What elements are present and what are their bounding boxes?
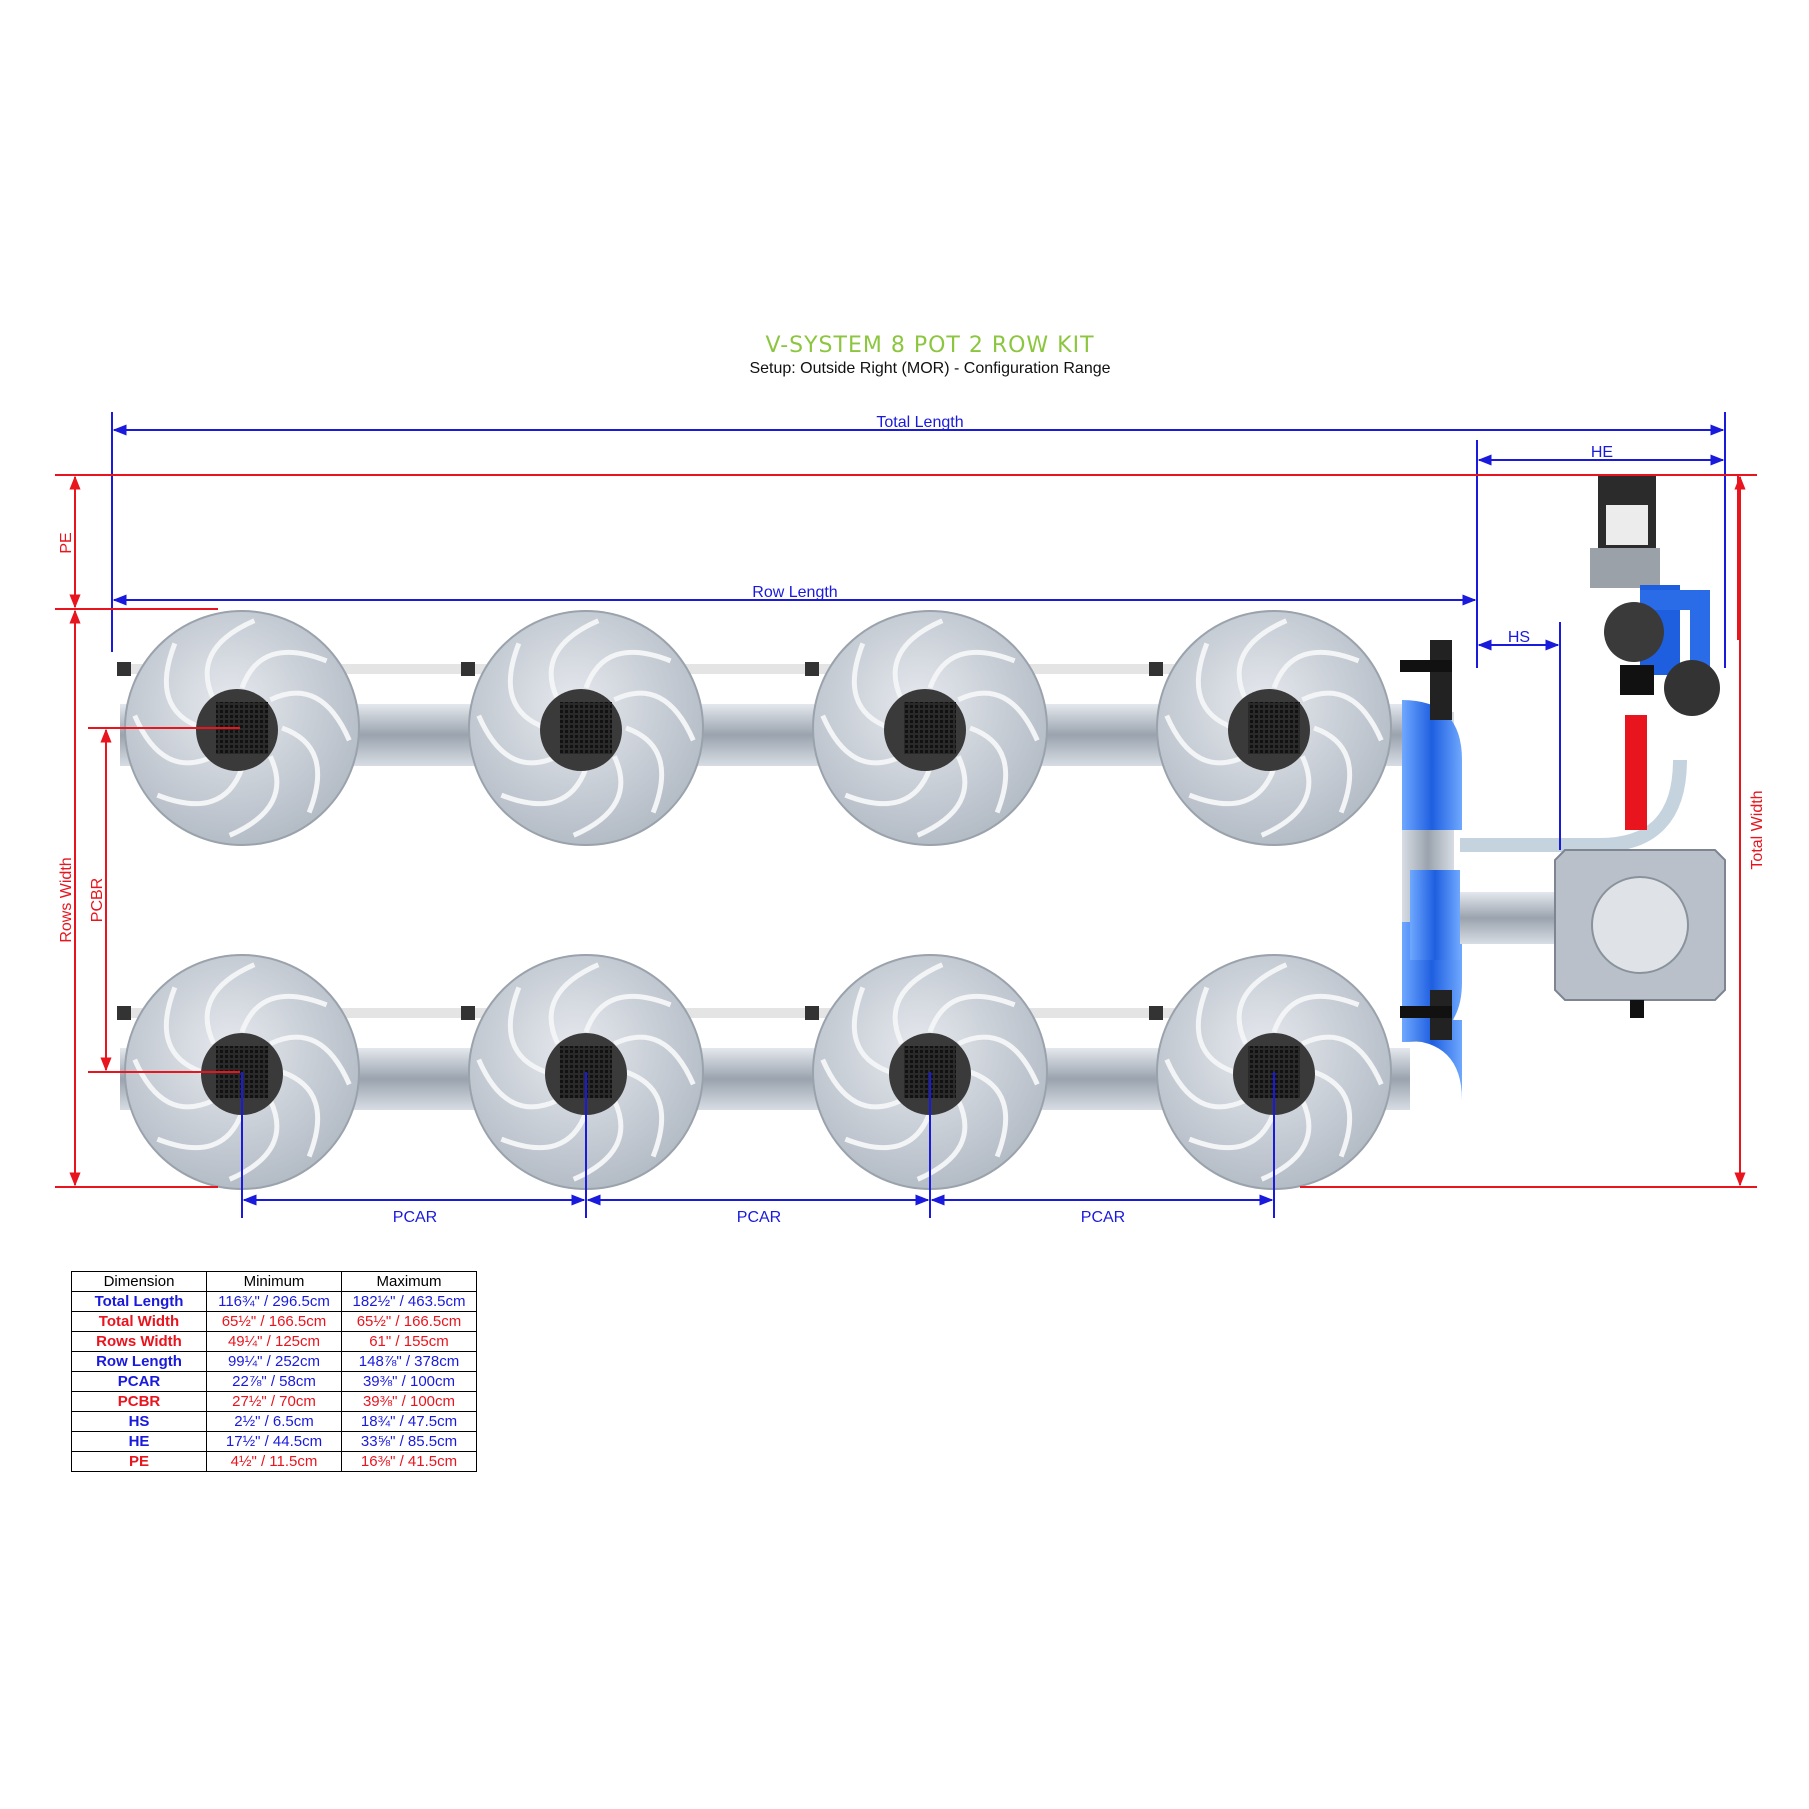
pot-6 <box>461 954 704 1190</box>
table-header-row: Dimension Minimum Maximum <box>71 1271 477 1292</box>
maximum-cell: 148⅞" / 378cm <box>341 1351 477 1372</box>
minimum-cell: 27½" / 70cm <box>206 1391 342 1412</box>
feed-line-row-1 <box>130 664 1250 674</box>
pot-2 <box>461 610 704 846</box>
dimension-cell: HE <box>71 1431 207 1452</box>
feed-line-row-2 <box>130 1008 1250 1018</box>
minimum-cell: 49¼" / 125cm <box>206 1331 342 1352</box>
diagram-subtitle: Setup: Outside Right (MOR) - Configurati… <box>749 360 1111 377</box>
label-rows-width: Rows Width <box>58 857 75 942</box>
return-hose <box>1460 759 1687 852</box>
minimum-cell: 99¼" / 252cm <box>206 1351 342 1372</box>
maximum-cell: 65½" / 166.5cm <box>341 1311 477 1332</box>
label-hs: HS <box>1508 629 1530 646</box>
tank-connector-pipe <box>1460 892 1570 944</box>
dimension-cell: Total Width <box>71 1311 207 1332</box>
header-maximum: Maximum <box>341 1271 477 1292</box>
minimum-cell: 17½" / 44.5cm <box>206 1431 342 1452</box>
pot-4 <box>1149 610 1392 846</box>
pump-outlet-pipe <box>1625 715 1647 830</box>
dimension-labels: Total Length HE Row Length HS PCAR PCAR … <box>58 414 1766 1226</box>
dimension-cell: Row Length <box>71 1351 207 1372</box>
dimension-cell: Total Length <box>71 1291 207 1312</box>
label-pcar-2: PCAR <box>737 1209 781 1226</box>
dimension-cell: PCBR <box>71 1391 207 1412</box>
maximum-cell: 61" / 155cm <box>341 1331 477 1352</box>
maximum-cell: 182½" / 463.5cm <box>341 1291 477 1312</box>
dimension-cell: PE <box>71 1451 207 1472</box>
maximum-cell: 33⅝" / 85.5cm <box>341 1431 477 1452</box>
label-pcar-3: PCAR <box>1081 1209 1125 1226</box>
label-total-length: Total Length <box>876 414 963 431</box>
diagram-title: V-SYSTEM 8 POT 2 ROW KIT <box>765 333 1095 358</box>
maximum-cell: 39⅜" / 100cm <box>341 1391 477 1412</box>
dimension-cell: Rows Width <box>71 1331 207 1352</box>
pot-3 <box>805 610 1048 846</box>
minimum-cell: 4½" / 11.5cm <box>206 1451 342 1472</box>
minimum-cell: 22⅞" / 58cm <box>206 1371 342 1392</box>
label-pcar-1: PCAR <box>393 1209 437 1226</box>
minimum-cell: 65½" / 166.5cm <box>206 1311 342 1332</box>
dimension-lines <box>55 412 1757 1218</box>
manifold-tee <box>1410 870 1460 960</box>
pot-8 <box>1149 954 1392 1190</box>
header-dimension: Dimension <box>71 1271 207 1292</box>
label-row-length: Row Length <box>752 584 837 601</box>
pump <box>1604 602 1664 662</box>
hydroponic-equipment <box>117 475 1726 1190</box>
minimum-cell: 2½" / 6.5cm <box>206 1411 342 1432</box>
label-pe: PE <box>58 532 75 553</box>
filter-canister <box>1664 660 1720 716</box>
dimension-cell: PCAR <box>71 1371 207 1392</box>
maximum-cell: 18¾" / 47.5cm <box>341 1411 477 1432</box>
manifold-elbow-top <box>1402 700 1462 830</box>
maximum-cell: 39⅜" / 100cm <box>341 1371 477 1392</box>
label-he: HE <box>1591 444 1613 461</box>
riser-pipe-top <box>1430 640 1452 720</box>
label-total-width: Total Width <box>1749 790 1766 869</box>
minimum-cell: 116¾" / 296.5cm <box>206 1291 342 1312</box>
header-minimum: Minimum <box>206 1271 342 1292</box>
dimension-cell: HS <box>71 1411 207 1432</box>
maximum-cell: 16⅜" / 41.5cm <box>341 1451 477 1472</box>
pot-7 <box>805 954 1048 1190</box>
label-pcbr: PCBR <box>89 878 106 922</box>
